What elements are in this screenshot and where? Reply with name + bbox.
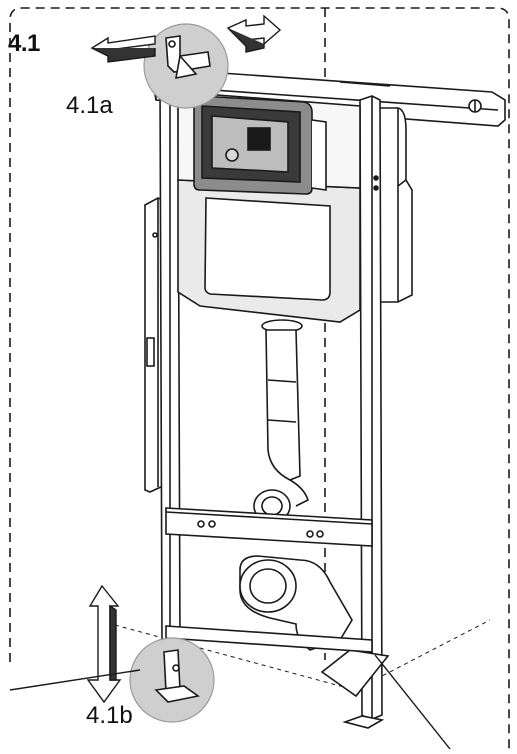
double-arrow-horizontal-icon <box>90 35 156 63</box>
flush-pipe <box>253 319 309 523</box>
spirit-level <box>144 197 164 493</box>
cross-bar-lower <box>165 625 373 653</box>
callout-label-top: 4.1a <box>66 92 113 119</box>
left-frame-rail <box>159 75 181 651</box>
magnifier-bottom <box>129 637 215 723</box>
magnifier-top <box>143 23 229 109</box>
cross-bar-upper <box>165 507 373 547</box>
right-frame-rail <box>359 95 383 721</box>
flush-control-box <box>193 95 327 195</box>
step-number: 4.1 <box>8 30 40 57</box>
drain-bend <box>239 555 390 698</box>
callout-label-bottom: 4.1b <box>86 702 133 729</box>
double-arrow-vertical-icon <box>86 584 122 704</box>
wall-bracket <box>377 107 413 303</box>
double-arrow-horizontal-icon <box>226 14 282 53</box>
callout-leaders <box>9 654 451 750</box>
